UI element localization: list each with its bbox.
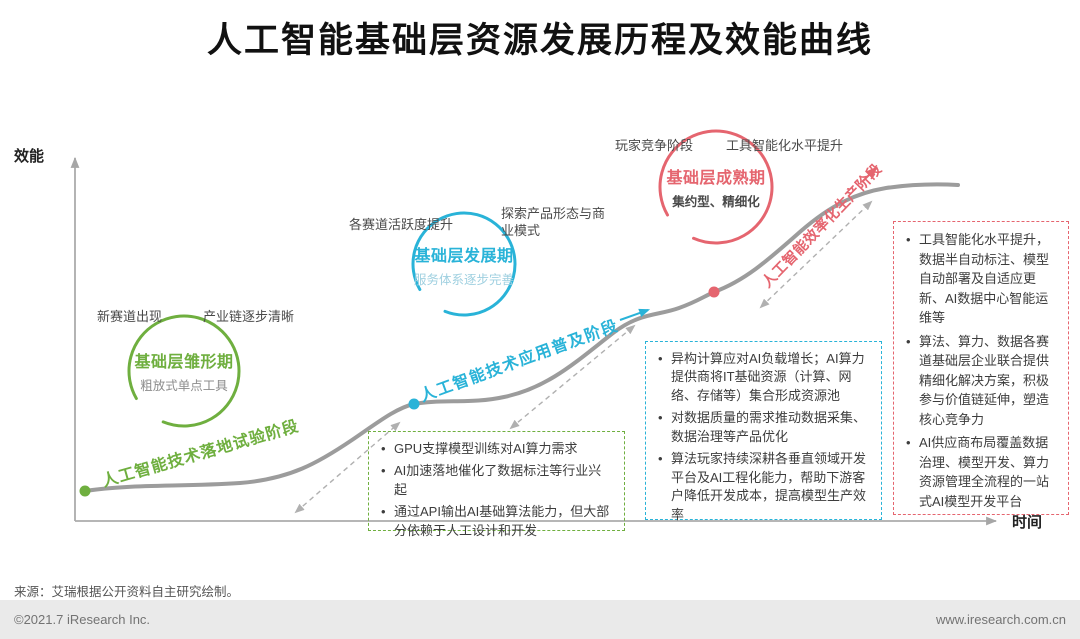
page-title: 人工智能基础层资源发展历程及效能曲线	[206, 21, 873, 60]
stage1-dot	[79, 485, 91, 497]
stage2-title: 基础层发展期	[414, 248, 514, 265]
stage3-note-list: 工具智能化水平提升，数据半自动标注、模型自动部署及自适应更新、AI数据中心智能运…	[904, 230, 1058, 511]
source-note: 来源：艾瑞根据公开资料自主研究绘制。	[14, 585, 240, 599]
stage1-circle-arc	[127, 314, 241, 428]
stage3-annotation-left: 玩家竞争阶段	[615, 138, 694, 153]
stage3-circle-label: 基础层成熟期 集约型、精细化	[654, 164, 778, 210]
footer-bar: ©2021.7 iResearch Inc. www.iresearch.com…	[0, 600, 1080, 639]
phase2-arrow	[619, 308, 651, 321]
note-item: AI加速落地催化了数据标注等行业兴起	[379, 462, 614, 499]
phase3-arrow	[861, 166, 878, 183]
stage3-title: 基础层成熟期	[666, 170, 766, 187]
note-item: 对数据质量的需求推动数据采集、数据治理等产品优化	[656, 409, 871, 446]
note-item: 通过API输出AI基础算法能力，但大部分依赖于人工设计和开发	[379, 503, 614, 540]
stage1-title: 基础层雏形期	[134, 354, 234, 371]
stage1-annotation-right: 产业链逐步清晰	[203, 309, 295, 324]
stage1-note-box: GPU支撑模型训练对AI算力需求 AI加速落地催化了数据标注等行业兴起 通过AP…	[368, 431, 625, 538]
stage3-subtitle: 集约型、精细化	[672, 195, 760, 209]
stage3-circle-arc	[658, 129, 774, 245]
double-arrow-rise-1	[294, 421, 401, 514]
stage2-dot	[408, 398, 420, 410]
stage1-circle-label: 基础层雏形期 粗放式单点工具	[122, 348, 246, 394]
note-item: 异构计算应对AI负载增长；AI算力提供商将IT基础资源（计算、网络、存储等）集合…	[656, 350, 871, 405]
note-item: 工具智能化水平提升，数据半自动标注、模型自动部署及自适应更新、AI数据中心智能运…	[904, 230, 1058, 328]
note-item: 算法、算力、数据各赛道基础层企业联合提供精细化解决方案，积极参与价值链延伸，塑造…	[904, 332, 1058, 430]
stage1-note-list: GPU支撑模型训练对AI算力需求 AI加速落地催化了数据标注等行业兴起 通过AP…	[379, 440, 614, 540]
stage2-annotation-right: 探索产品形态与商业模式	[501, 206, 606, 238]
stage2-annotation-left: 各赛道活跃度提升	[349, 217, 454, 232]
note-item: GPU支撑模型训练对AI算力需求	[379, 440, 614, 459]
stage3-annotation-right: 工具智能化水平提升	[726, 138, 844, 153]
stage2-subtitle: 服务体系逐步完善	[413, 273, 514, 287]
stage2-note-box: 异构计算应对AI负载增长；AI算力提供商将IT基础资源（计算、网络、存储等）集合…	[645, 341, 882, 522]
stage1-annotation-left: 新赛道出现	[97, 309, 163, 324]
stage2-circle-arc	[411, 211, 517, 317]
double-arrow-rise-3	[759, 200, 873, 309]
stage2-note-list: 异构计算应对AI负载增长；AI算力提供商将IT基础资源（计算、网络、存储等）集合…	[656, 350, 871, 524]
stage3-dot	[708, 286, 720, 298]
stage1-subtitle: 粗放式单点工具	[140, 379, 228, 393]
stage2-circle-label: 基础层发展期 服务体系逐步完善	[402, 242, 526, 288]
stage3-note-box: 工具智能化水平提升，数据半自动标注、模型自动部署及自适应更新、AI数据中心智能运…	[893, 221, 1069, 515]
x-axis-label: 时间	[1012, 514, 1043, 531]
website-text: www.iresearch.com.cn	[935, 612, 1066, 627]
note-item: AI供应商布局覆盖数据治理、模型开发、算力资源管理全流程的一站式AI模型开发平台	[904, 433, 1058, 511]
copyright-text: ©2021.7 iResearch Inc.	[14, 612, 151, 627]
y-axis-label: 效能	[14, 148, 45, 165]
note-item: 算法玩家持续深耕各垂直领域开发平台及AI工程化能力，帮助下游客户降低开发成本，提…	[656, 450, 871, 524]
